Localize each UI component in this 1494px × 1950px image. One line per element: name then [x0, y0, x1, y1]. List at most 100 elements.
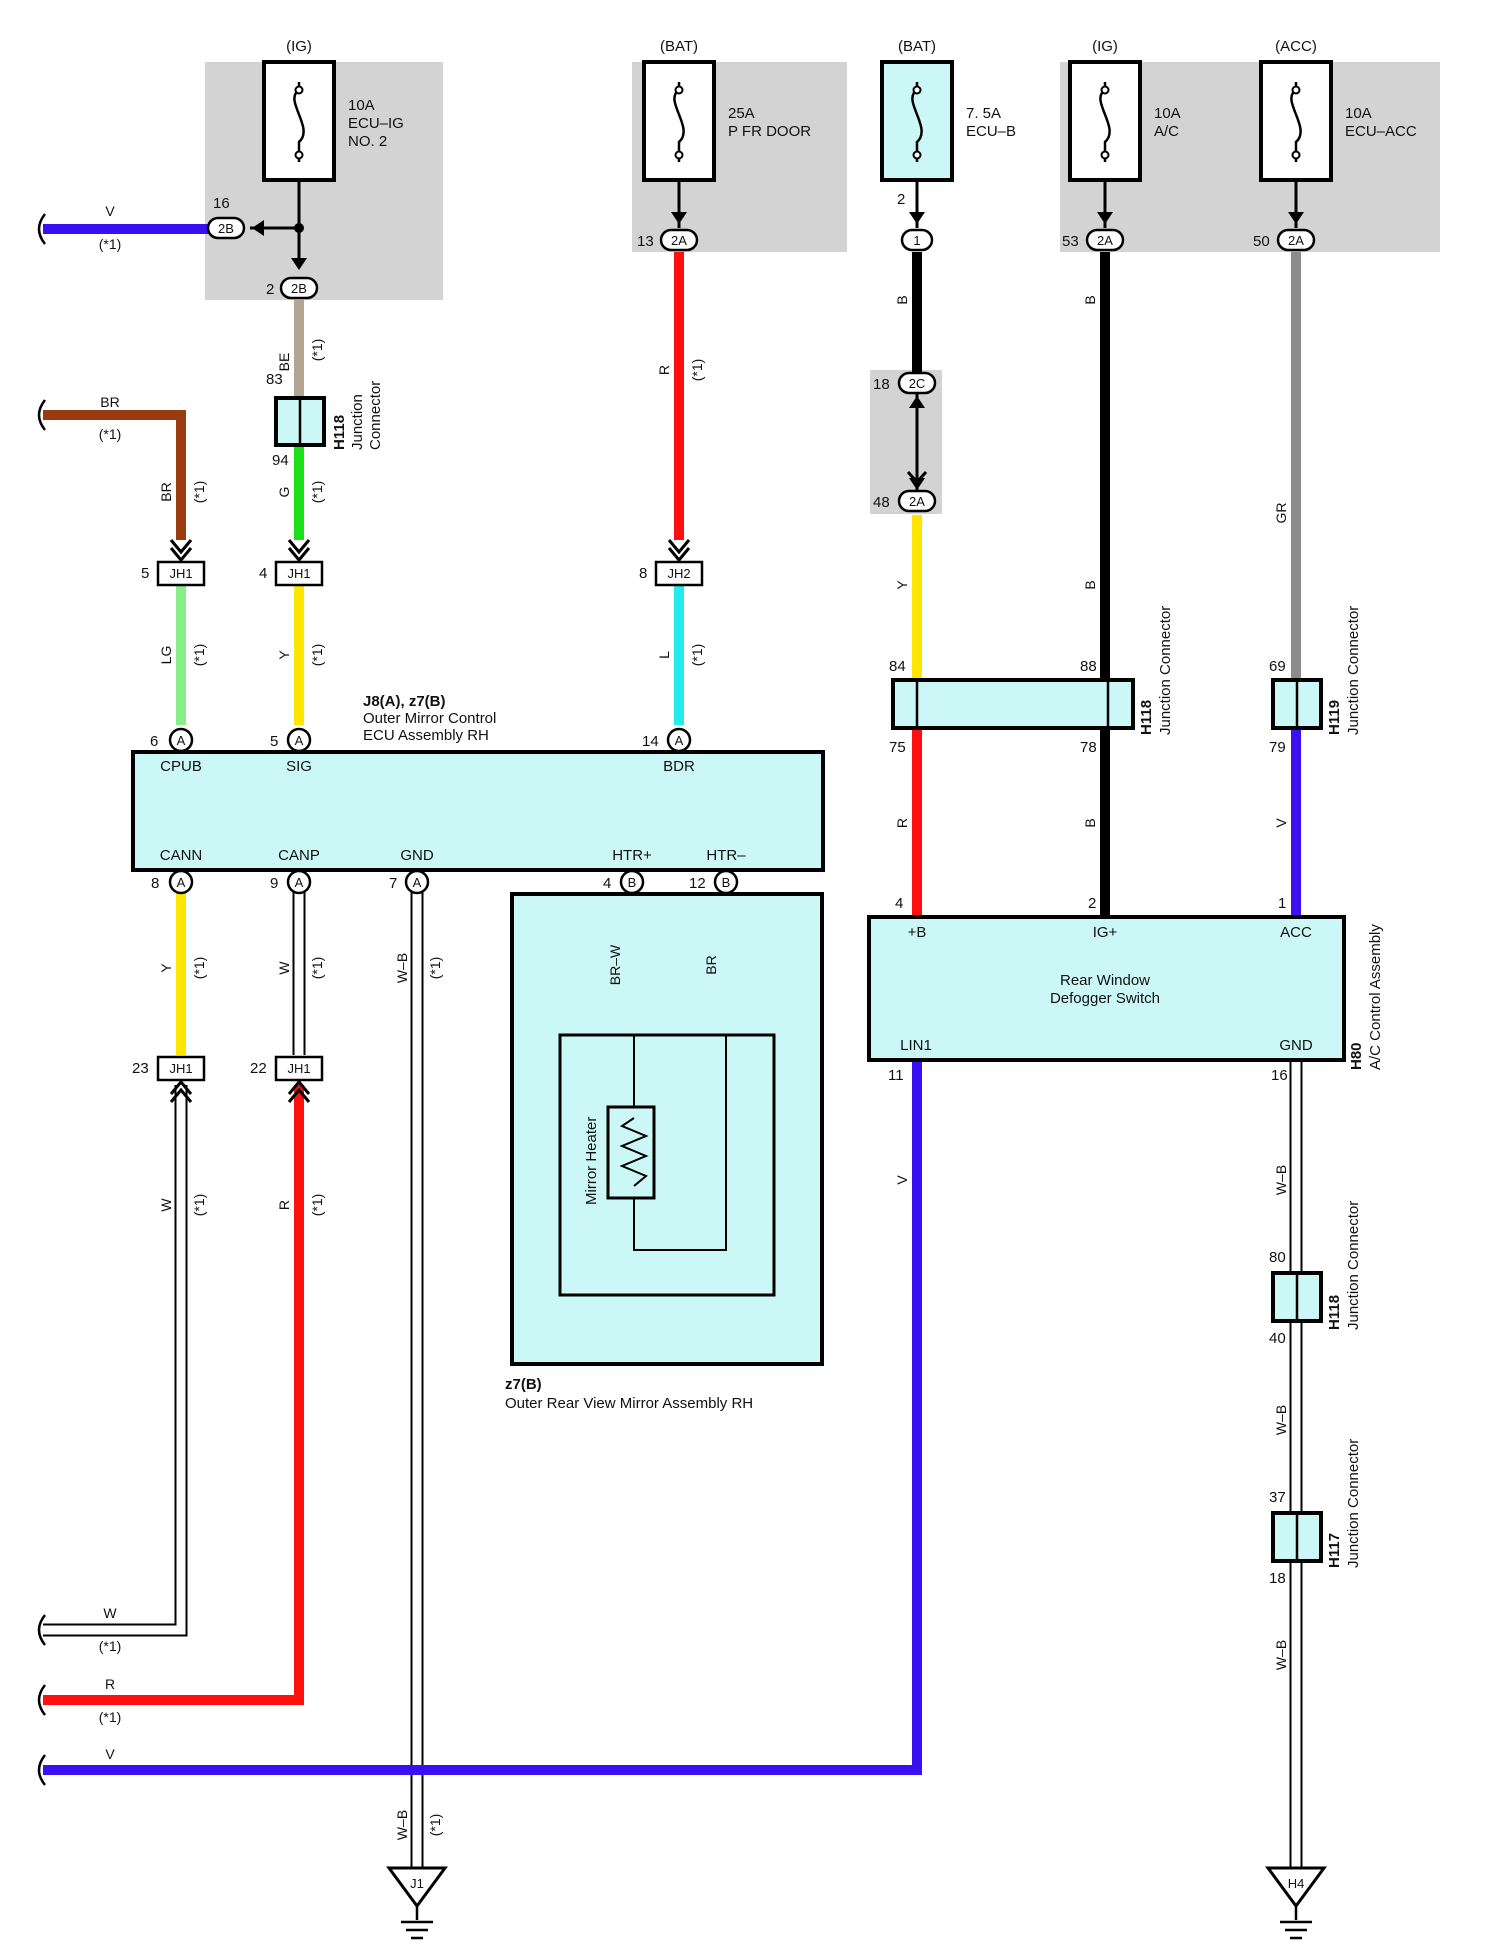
connector-2b-16: 2B 16: [206, 195, 246, 240]
svg-text:JH2: JH2: [667, 566, 690, 581]
svg-text:A: A: [177, 733, 186, 748]
svg-text:H118: H118: [1326, 1295, 1343, 1330]
svg-text:75: 75: [889, 739, 906, 756]
svg-text:(BAT): (BAT): [898, 38, 936, 55]
junction-connector-h118-lower: 80 40 H118 Junction Connector: [1269, 1201, 1362, 1347]
svg-text:83: 83: [266, 371, 283, 388]
connector-2a-48: 2A 48: [873, 489, 937, 513]
ecu-pin-5: A 5: [270, 727, 312, 753]
svg-text:79: 79: [1269, 739, 1286, 756]
svg-text:W: W: [276, 961, 292, 975]
svg-text:4: 4: [603, 875, 611, 892]
svg-text:4: 4: [259, 565, 267, 582]
connector-2a-53: 2A 53: [1062, 228, 1125, 252]
svg-text:JH1: JH1: [287, 1061, 310, 1076]
svg-text:Junction: Junction: [349, 394, 366, 450]
svg-text:GND: GND: [400, 847, 434, 864]
svg-text:J8(A), z7(B): J8(A), z7(B): [363, 693, 446, 710]
svg-text:ECU–B: ECU–B: [966, 123, 1016, 140]
connector-2b-2: 2B 2: [266, 276, 319, 300]
svg-text:10A: 10A: [1154, 105, 1181, 122]
wire-end-icon: [37, 1754, 47, 1786]
svg-text:LIN1: LIN1: [900, 1037, 932, 1054]
svg-text:(IG): (IG): [1092, 38, 1118, 55]
svg-text:9: 9: [270, 875, 278, 892]
svg-text:H4: H4: [1288, 1876, 1305, 1891]
svg-text:CANP: CANP: [278, 847, 320, 864]
svg-text:CPUB: CPUB: [160, 758, 202, 775]
svg-text:W–B: W–B: [1273, 1405, 1289, 1435]
svg-text:ECU–IG: ECU–IG: [348, 115, 404, 132]
svg-text:16: 16: [213, 195, 230, 212]
svg-text:W–B: W–B: [1273, 1165, 1289, 1195]
svg-text:Outer Rear View Mirror Assembl: Outer Rear View Mirror Assembly RH: [505, 1395, 753, 1412]
svg-text:(*1): (*1): [689, 644, 705, 667]
wire-r-bottom: [43, 1085, 304, 1705]
svg-text:B: B: [628, 875, 637, 890]
svg-text:JH1: JH1: [287, 566, 310, 581]
svg-text:R: R: [894, 818, 910, 828]
svg-text:8: 8: [151, 875, 159, 892]
svg-text:B: B: [1082, 818, 1098, 827]
outer-mirror-control-ecu: J8(A), z7(B) Outer Mirror Control ECU As…: [131, 693, 825, 872]
svg-text:(*1): (*1): [191, 957, 207, 980]
svg-text:22: 22: [250, 1060, 267, 1077]
svg-text:V: V: [1273, 818, 1289, 828]
svg-text:Y: Y: [894, 580, 910, 590]
svg-text:5: 5: [270, 733, 278, 750]
svg-text:50: 50: [1253, 233, 1270, 250]
ecu-pin-14: A 14: [642, 727, 692, 753]
svg-text:11: 11: [888, 1067, 904, 1084]
svg-text:(*1): (*1): [99, 1638, 122, 1654]
connector-2c-18: 2C 18: [873, 371, 937, 395]
svg-text:A/C Control Assembly: A/C Control Assembly: [1367, 924, 1384, 1070]
wire-v-lin: [43, 1060, 922, 1775]
heater-resistor-icon: [619, 1117, 649, 1187]
svg-text:HTR–: HTR–: [706, 847, 746, 864]
svg-text:V: V: [105, 203, 115, 219]
svg-text:2A: 2A: [671, 233, 687, 248]
svg-text:GR: GR: [1273, 503, 1289, 524]
ecu-pin-12b: B 12: [689, 869, 739, 895]
svg-text:2A: 2A: [909, 494, 925, 509]
svg-text:(*1): (*1): [191, 644, 207, 667]
svg-text:V: V: [894, 1175, 910, 1185]
svg-text:(ACC): (ACC): [1275, 38, 1317, 55]
svg-text:2: 2: [1088, 895, 1096, 912]
svg-text:R: R: [656, 365, 672, 375]
svg-text:7: 7: [389, 875, 397, 892]
ground-j1: J1: [386, 1866, 448, 1940]
ecu-pin-9: A 9: [270, 869, 312, 895]
svg-text:88: 88: [1080, 658, 1097, 675]
svg-text:W: W: [103, 1605, 117, 1621]
svg-text:2C: 2C: [909, 376, 926, 391]
svg-text:40: 40: [1269, 1330, 1286, 1347]
svg-text:BDR: BDR: [663, 758, 695, 775]
svg-text:(*1): (*1): [309, 481, 325, 504]
svg-text:10A: 10A: [348, 97, 375, 114]
svg-text:GND: GND: [1279, 1037, 1313, 1054]
connector-jh2-8: JH2 8: [639, 539, 704, 587]
svg-text:(*1): (*1): [99, 1709, 122, 1725]
svg-text:H119: H119: [1326, 700, 1343, 735]
svg-text:B: B: [894, 295, 910, 304]
svg-text:(IG): (IG): [286, 38, 312, 55]
svg-text:V: V: [105, 1746, 115, 1762]
junction-connector-h117: 37 18 H117 Junction Connector: [1269, 1439, 1362, 1587]
svg-text:NO. 2: NO. 2: [348, 133, 387, 150]
svg-text:80: 80: [1269, 1249, 1286, 1266]
ground-icon: [386, 1866, 448, 1909]
svg-text:(*1): (*1): [309, 1194, 325, 1217]
fuse-a-c: (IG) 10A A/C: [1068, 38, 1181, 182]
svg-text:W: W: [158, 1198, 174, 1212]
connector-2a-50: 2A 50: [1253, 228, 1316, 252]
svg-text:L: L: [656, 651, 672, 659]
wire-end-icon: [37, 1614, 47, 1646]
svg-text:78: 78: [1080, 739, 1097, 756]
fuse-ecu-ig2: (IG) 10A ECU–IG NO. 2: [262, 38, 404, 182]
svg-text:W–B: W–B: [1273, 1640, 1289, 1670]
svg-text:2A: 2A: [1288, 233, 1304, 248]
svg-text:18: 18: [1269, 1570, 1286, 1587]
svg-text:Junction Connector: Junction Connector: [1345, 606, 1362, 735]
svg-text:JH1: JH1: [169, 566, 192, 581]
